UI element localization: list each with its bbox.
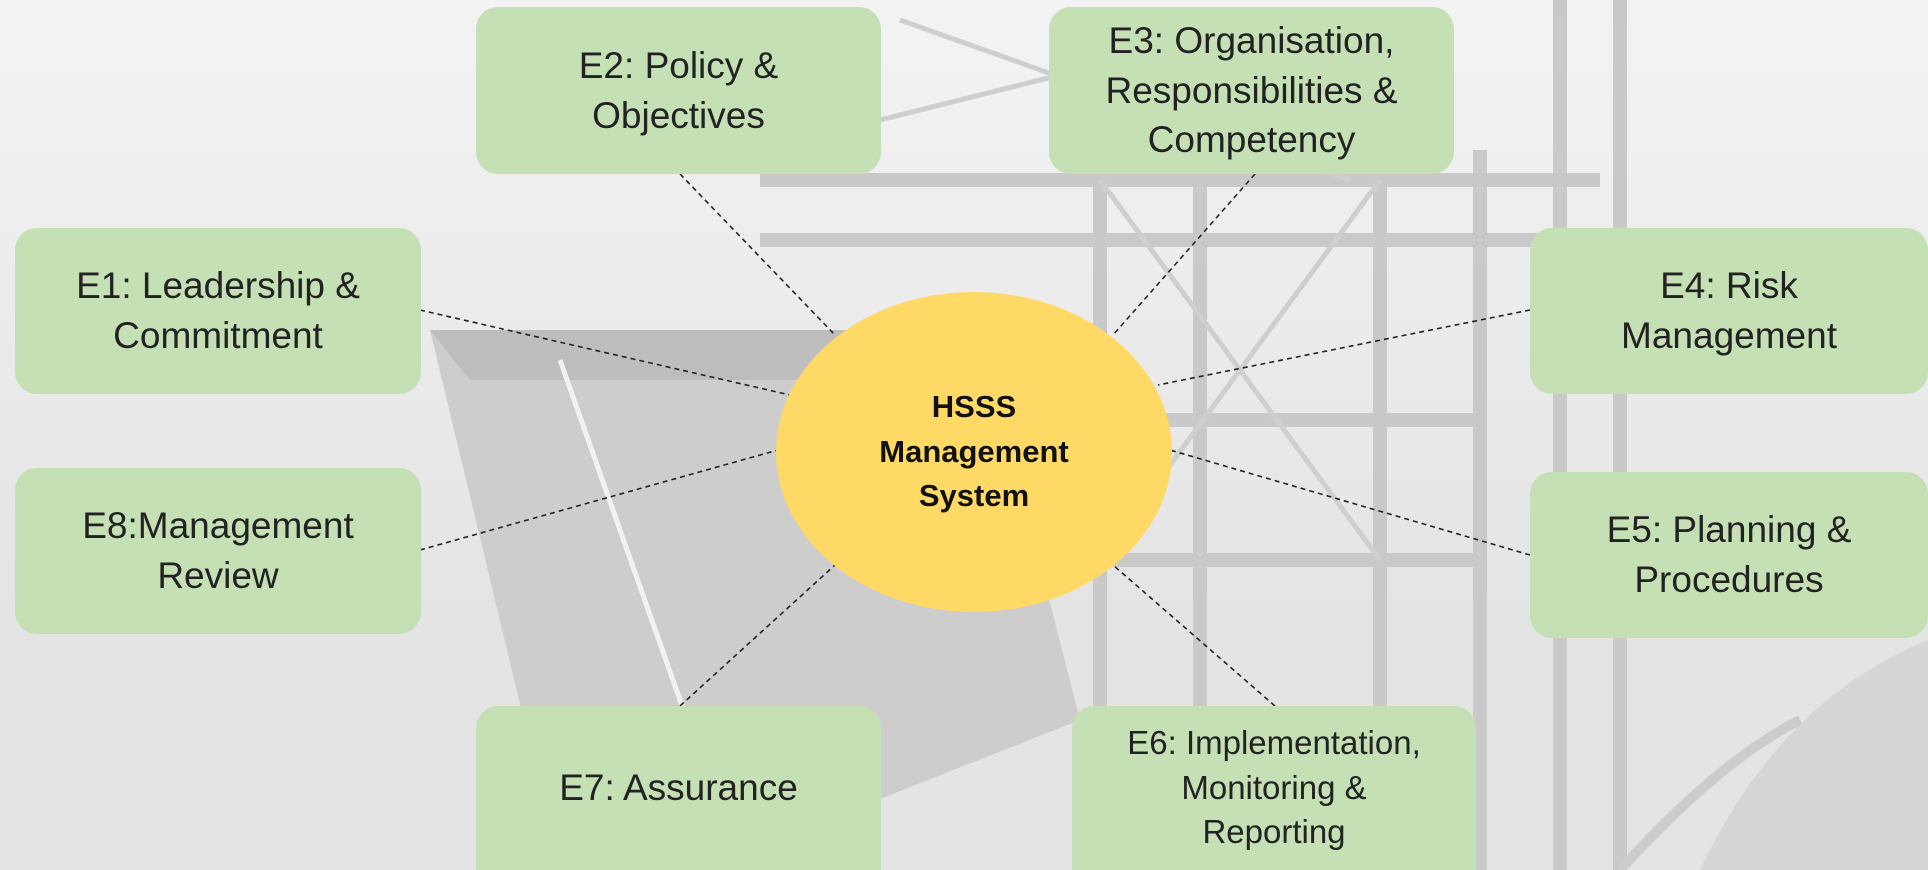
element-e5-label: E5: Planning & Procedures	[1606, 509, 1852, 600]
element-e7-label: E7: Assurance	[559, 767, 798, 809]
element-e7-assurance: E7: Assurance	[476, 706, 881, 870]
element-e1-leadership-commitment: E1: Leadership & Commitment	[15, 228, 421, 394]
element-e8-label: E8:Management Review	[82, 505, 354, 596]
hsss-management-system-hub: HSSS Management System	[776, 292, 1172, 612]
connector-e7	[679, 564, 836, 707]
element-e3-label: E3: Organisation, Responsibilities & Com…	[1105, 19, 1398, 161]
element-e2-label: E2: Policy & Objectives	[578, 44, 779, 136]
element-e3-organisation-responsibilities: E3: Organisation, Responsibilities & Com…	[1049, 7, 1454, 174]
connector-e2	[679, 173, 836, 336]
element-e2-policy-objectives: E2: Policy & Objectives	[476, 7, 881, 174]
element-e8-management-review: E8:Management Review	[15, 468, 421, 634]
element-e6-label: E6: Implementation, Monitoring & Reporti…	[1127, 724, 1421, 851]
connector-e1	[419, 309, 791, 396]
hub-label: HSSS Management System	[879, 388, 1069, 514]
element-e1-label: E1: Leadership & Commitment	[76, 265, 360, 356]
element-e6-implementation-monitoring-reporting: E6: Implementation, Monitoring & Reporti…	[1072, 706, 1476, 870]
connector-e4	[1157, 309, 1531, 386]
connector-e6	[1112, 564, 1276, 707]
connector-e8	[419, 449, 779, 551]
element-e4-risk-management: E4: Risk Management	[1530, 228, 1928, 394]
connector-e3	[1112, 173, 1256, 336]
connector-e5	[1169, 449, 1531, 556]
element-e5-planning-procedures: E5: Planning & Procedures	[1530, 472, 1928, 638]
element-e4-label: E4: Risk Management	[1621, 265, 1837, 356]
